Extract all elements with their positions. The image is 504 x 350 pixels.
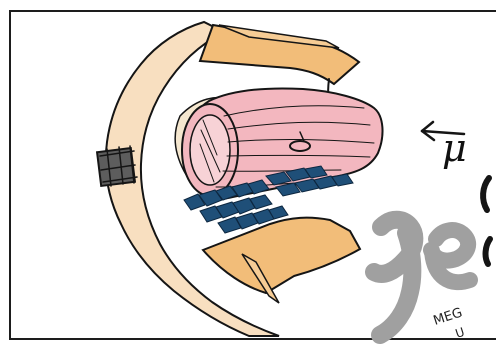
detector-sketch: MEG U bbox=[95, 20, 493, 344]
comic-panel: MEG U μ bbox=[4, 4, 502, 348]
muon-label: μ bbox=[442, 126, 467, 170]
left-arrow-icon bbox=[420, 120, 466, 142]
left-detector-box bbox=[95, 145, 138, 188]
magnet-ring bbox=[104, 20, 280, 337]
target-disk bbox=[289, 140, 311, 152]
panel-border bbox=[9, 10, 496, 340]
timing-counters bbox=[183, 165, 354, 234]
signature-mark: U bbox=[454, 325, 467, 341]
meg-logo-watermark bbox=[365, 175, 493, 344]
lower-flux-block bbox=[201, 216, 362, 295]
